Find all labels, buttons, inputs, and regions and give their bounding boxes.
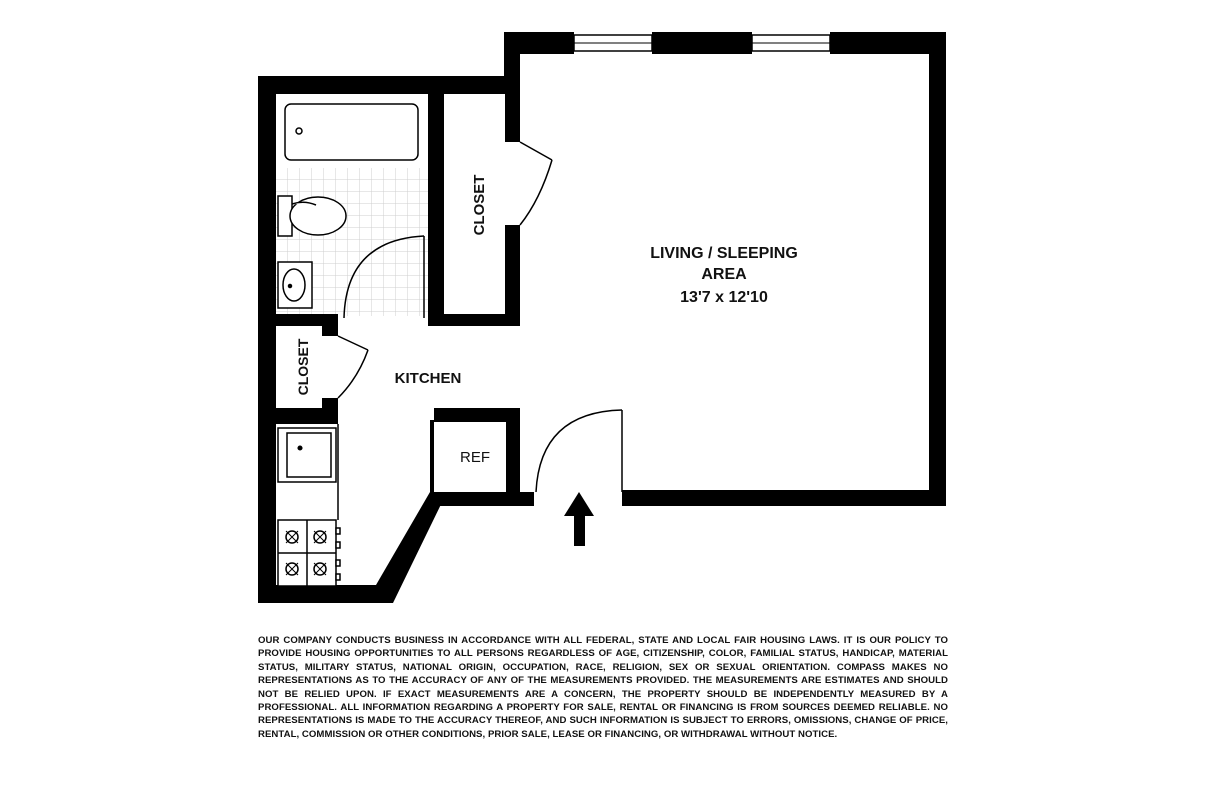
- toilet-icon: [277, 195, 347, 237]
- fair-housing-disclaimer: OUR COMPANY CONDUCTS BUSINESS IN ACCORDA…: [258, 635, 948, 740]
- bathtub-icon: [284, 103, 419, 161]
- floor-plan: LIVING / SLEEPING AREA 13'7 x 12'10 CLOS…: [258, 32, 946, 603]
- living-area-dimensions: 13'7 x 12'10: [680, 289, 768, 306]
- window-top-right: [751, 34, 831, 52]
- living-area-label-line2: AREA: [701, 266, 747, 283]
- closet-lower-label: CLOSET: [295, 338, 311, 395]
- entry-door: [535, 409, 623, 493]
- living-area-label-line1: LIVING / SLEEPING: [650, 245, 798, 262]
- bathroom-sink-icon: [277, 261, 313, 309]
- kitchen-sink-icon: [277, 427, 337, 483]
- walls: [258, 32, 946, 603]
- closet-door-upper: [519, 141, 553, 226]
- closet-door-lower: [337, 335, 369, 399]
- bathroom-door: [343, 235, 425, 319]
- closet-upper-label: CLOSET: [471, 175, 488, 236]
- stove-icon: [277, 519, 341, 587]
- kitchen-label: KITCHEN: [395, 370, 462, 387]
- entry-arrow-icon: [564, 492, 594, 546]
- ref-label: REF: [460, 449, 490, 466]
- window-top-left: [573, 34, 653, 52]
